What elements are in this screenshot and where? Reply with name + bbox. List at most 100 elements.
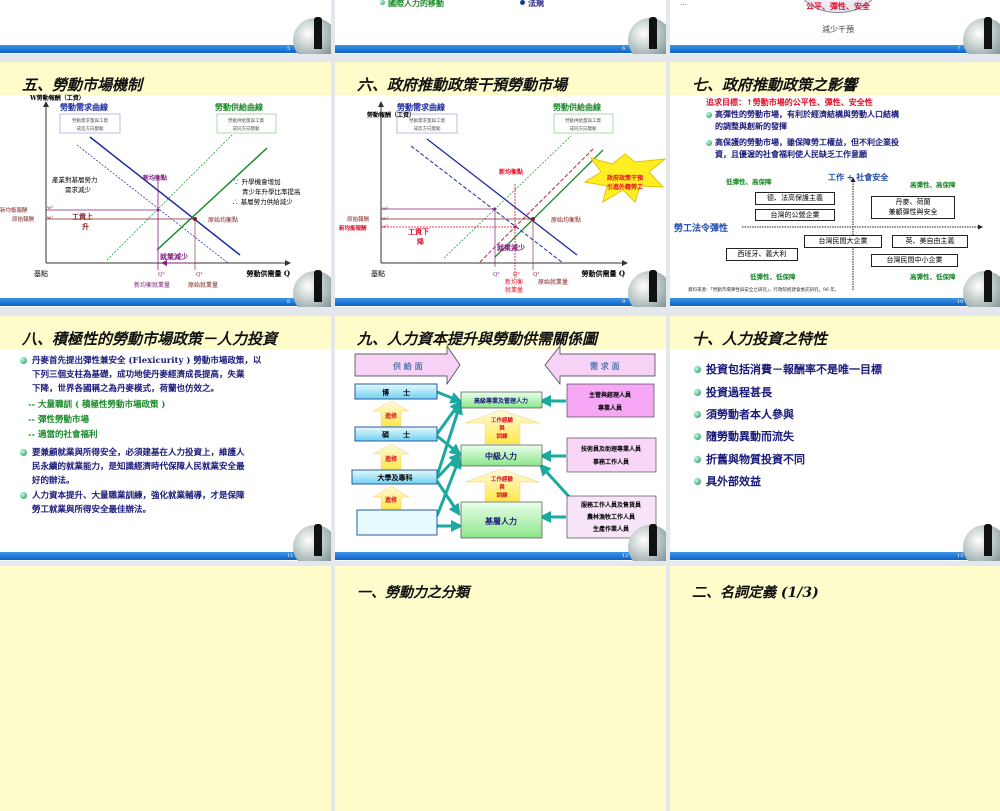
slide-number: 12	[622, 553, 629, 559]
annotation-text: 降	[417, 237, 425, 246]
demand-note-box	[59, 113, 121, 134]
slide-thumbnail-16[interactable]: 二、名詞定義 (1/3)	[670, 566, 1000, 811]
slide-thumbnail-15[interactable]: 一、勞動力之分類	[335, 566, 666, 811]
person-logo-icon	[984, 270, 992, 302]
job-box	[566, 437, 657, 473]
body-text: 勞工就業與所得安全最佳辦法。	[32, 505, 152, 515]
bullet-text: 折舊與物質投資不同	[706, 453, 805, 466]
employment-label: 新均衡就業量	[134, 281, 170, 289]
annotation-text: 工資上	[72, 212, 93, 221]
slide-thumbnail-8[interactable]: 五、勞動市場機制 8 W勞動報酬（工資） 勞動需求曲線 勞動需求量與工資 成反方…	[0, 62, 331, 307]
workforce-level-box	[460, 501, 543, 539]
new-equilibrium-point	[513, 225, 517, 229]
demand-curve-title: 勞動需求曲線	[60, 102, 108, 112]
bullet-text: 投資包括消費－報酬率不是唯一目標	[706, 363, 882, 376]
demand-side-label: 需 求 面	[590, 361, 620, 371]
pillar-text: -- 大量職訓 ( 積極性勞動市場政策 )	[28, 400, 166, 410]
tick-label: w³	[382, 224, 388, 230]
slide-thumbnail-6[interactable]: 國際人力的移動 法規 6	[335, 0, 666, 54]
category-box: 英、美自由主義	[892, 235, 968, 248]
demand-curve-title: 勞動需求曲線	[397, 102, 445, 112]
globe-logo-icon	[628, 525, 666, 561]
slide-thumbnail-9[interactable]: 六、政府推動政策干預勞動市場 9 勞動報酬（工資） 勞動需求曲線 勞動需求量與工…	[335, 62, 666, 307]
x-axis-label: 勞工法令彈性	[674, 224, 729, 234]
supply-note: 成同方向變動	[233, 125, 260, 132]
slide-number: 8	[287, 299, 291, 305]
study-label: 進修	[385, 455, 398, 463]
experience-label: 與	[499, 424, 505, 432]
human-capital-diagram: 供 給 面 需 求 面 博 士 碩 士 大學及專科 進修 進修 進修 工作經驗 …	[351, 344, 657, 539]
demand-side-arrow	[544, 344, 656, 386]
tick-label: Q²	[493, 271, 500, 278]
category-box: 西班牙、義大利	[726, 248, 798, 261]
education-box	[354, 426, 438, 442]
x-axis-label: 勞動供需量 Q	[246, 269, 290, 278]
shifted-supply-curve	[443, 135, 572, 259]
slide-thumbnail-5[interactable]: 5	[0, 0, 331, 54]
intermediate-point	[493, 207, 497, 211]
employment-label: 原始就業量	[538, 278, 568, 286]
bullet-icon	[694, 456, 701, 463]
origin-label: 基點	[371, 269, 385, 278]
study-label: 進修	[385, 496, 398, 504]
bullet-icon	[706, 112, 712, 118]
slide-title: 六、政府推動政策干預勞動市場	[357, 76, 568, 94]
globe-logo-icon	[293, 18, 331, 54]
slide-header	[670, 316, 1000, 349]
bullet-icon	[20, 449, 27, 456]
person-logo-icon	[649, 17, 657, 49]
annotation-text: 就業減少	[160, 252, 188, 261]
workforce-level-box	[460, 444, 543, 467]
workforce-level-box	[460, 391, 543, 409]
slide-thumbnail-14[interactable]	[0, 566, 331, 811]
new-equilibrium-label: 新均衡點	[499, 168, 523, 176]
slide-thumbnail-11[interactable]: 八、積極性的勞動市場政策－人力投資 丹麥首先提出彈性兼安全 (Flexicuri…	[0, 316, 331, 561]
slide-footer-bar	[335, 45, 666, 53]
slide-thumbnail-10[interactable]: 七、政府推動政策之影響 追求目標：↑勞動市場的公平性、彈性、安全性 高彈性的勞動…	[670, 62, 1000, 307]
up-arrows	[372, 400, 541, 510]
slide-thumbnail-12[interactable]: 九、人力資本提升與勞動供需關係圖 供 給 面 需 求 面 博 士 碩 士 大學及…	[335, 316, 666, 561]
quadrant-label: 高彈性、低保障	[910, 273, 956, 281]
slide-header	[0, 316, 331, 349]
bullet-icon	[694, 389, 701, 396]
starburst-text: 政府政策干預	[607, 174, 644, 182]
experience-label: 工作經驗	[491, 475, 514, 483]
ellipsis-text: …	[680, 0, 687, 7]
globe-logo-icon	[628, 271, 666, 307]
slide-footer-bar	[670, 552, 1000, 560]
globe-logo-icon	[963, 271, 1000, 307]
tick-label: w¹	[382, 216, 388, 222]
slide-title: 十、人力投資之特性	[692, 330, 828, 348]
supply-curve-title: 勞動供給曲線	[553, 102, 601, 112]
experience-label: 工作經驗	[491, 416, 514, 424]
slide-thumbnail-7[interactable]: … 公平、彈性、安全 減少干預 7	[670, 0, 1000, 54]
body-text: 好的辦法。	[32, 476, 75, 486]
workforce-level-label: 高級專業及管理人力	[474, 397, 528, 405]
bullet-icon	[20, 357, 27, 364]
demand-note: 成反方向變動	[414, 125, 441, 132]
person-logo-icon	[649, 270, 657, 302]
bullet-text: 的調整與創新的發揮	[715, 121, 787, 131]
slide-header	[0, 62, 331, 95]
slide-footer-bar	[0, 298, 331, 306]
label-text: 減少干預	[822, 25, 854, 34]
supply-curve	[494, 149, 604, 258]
original-equilibrium-point	[531, 217, 535, 221]
experience-label: 訓練	[496, 491, 508, 499]
slide-thumbnail-13[interactable]: 十、人力投資之特性 投資包括消費－報酬率不是唯一目標 投資過程甚長 須勞動者本人…	[670, 316, 1000, 561]
annotation-text: 產業對基層勞力	[52, 175, 98, 184]
slide-number: 6	[622, 46, 626, 52]
person-logo-icon	[314, 17, 322, 49]
tick-label: Q¹	[196, 271, 203, 278]
starburst-text: 引進外籍勞工	[607, 183, 643, 191]
slide-title: 五、勞動市場機制	[22, 76, 143, 94]
wage-label: 新均衡報酬	[0, 206, 28, 214]
bullet-text: 投資過程甚長	[706, 386, 772, 399]
person-logo-icon	[314, 524, 322, 556]
slide-title: 八、積極性的勞動市場政策－人力投資	[22, 330, 278, 348]
policy-starburst	[583, 153, 666, 204]
bullet-text: 高彈性的勞動市場，有利於經濟結構與勞動人口結構	[715, 109, 899, 119]
unlabeled-education-box	[356, 509, 438, 536]
job-label: 服務工作人員及售貨員	[581, 501, 641, 509]
new-demand-curve	[76, 144, 229, 264]
